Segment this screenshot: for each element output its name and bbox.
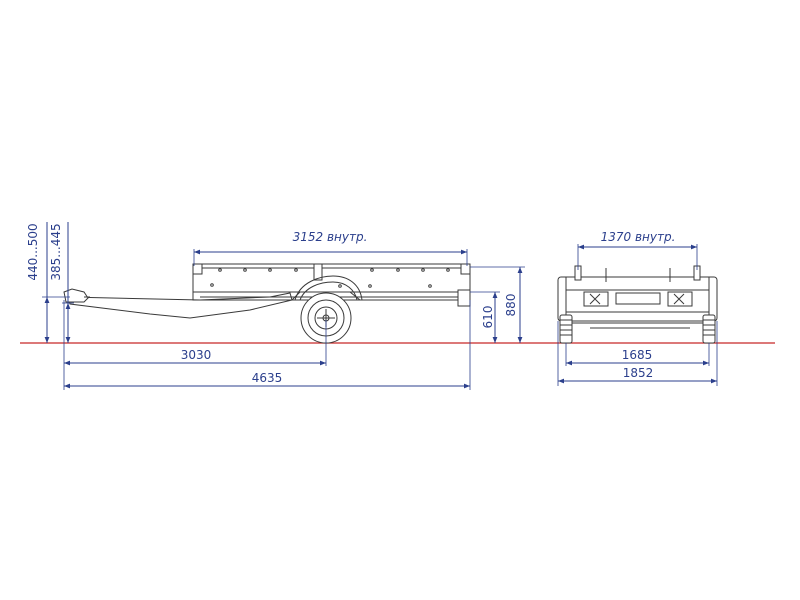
overall-length-label: 4635: [252, 371, 283, 385]
rear-wheel-left: [559, 314, 573, 344]
rear-box: [557, 276, 718, 322]
inner-length-label: 3152 внутр.: [293, 230, 368, 244]
side-wheel: [300, 292, 352, 344]
side-rivets: [210, 268, 450, 288]
coupling-head: [63, 288, 89, 303]
track-width-label: 1685: [622, 348, 653, 362]
drawbar-height-label: 385...445: [49, 223, 63, 280]
rear-lights: [583, 291, 693, 307]
rear-wheel-right: [702, 314, 716, 344]
license-plate: [615, 292, 661, 305]
rear-view: 1370 внутр. 1685 1852: [557, 230, 718, 386]
overall-height-label: 880: [504, 294, 518, 317]
overall-width-label: 1852: [623, 366, 654, 380]
inner-width-label: 1370 внутр.: [601, 230, 676, 244]
axle-distance-label: 3030: [181, 348, 212, 362]
deck-height-label: 610: [481, 306, 495, 329]
drawbar: [67, 292, 293, 319]
side-view: 3152 внутр. 3030 4635 440...500 385...44…: [26, 222, 525, 390]
hitch-height-label: 440...500: [26, 223, 40, 280]
fender: [294, 275, 363, 301]
